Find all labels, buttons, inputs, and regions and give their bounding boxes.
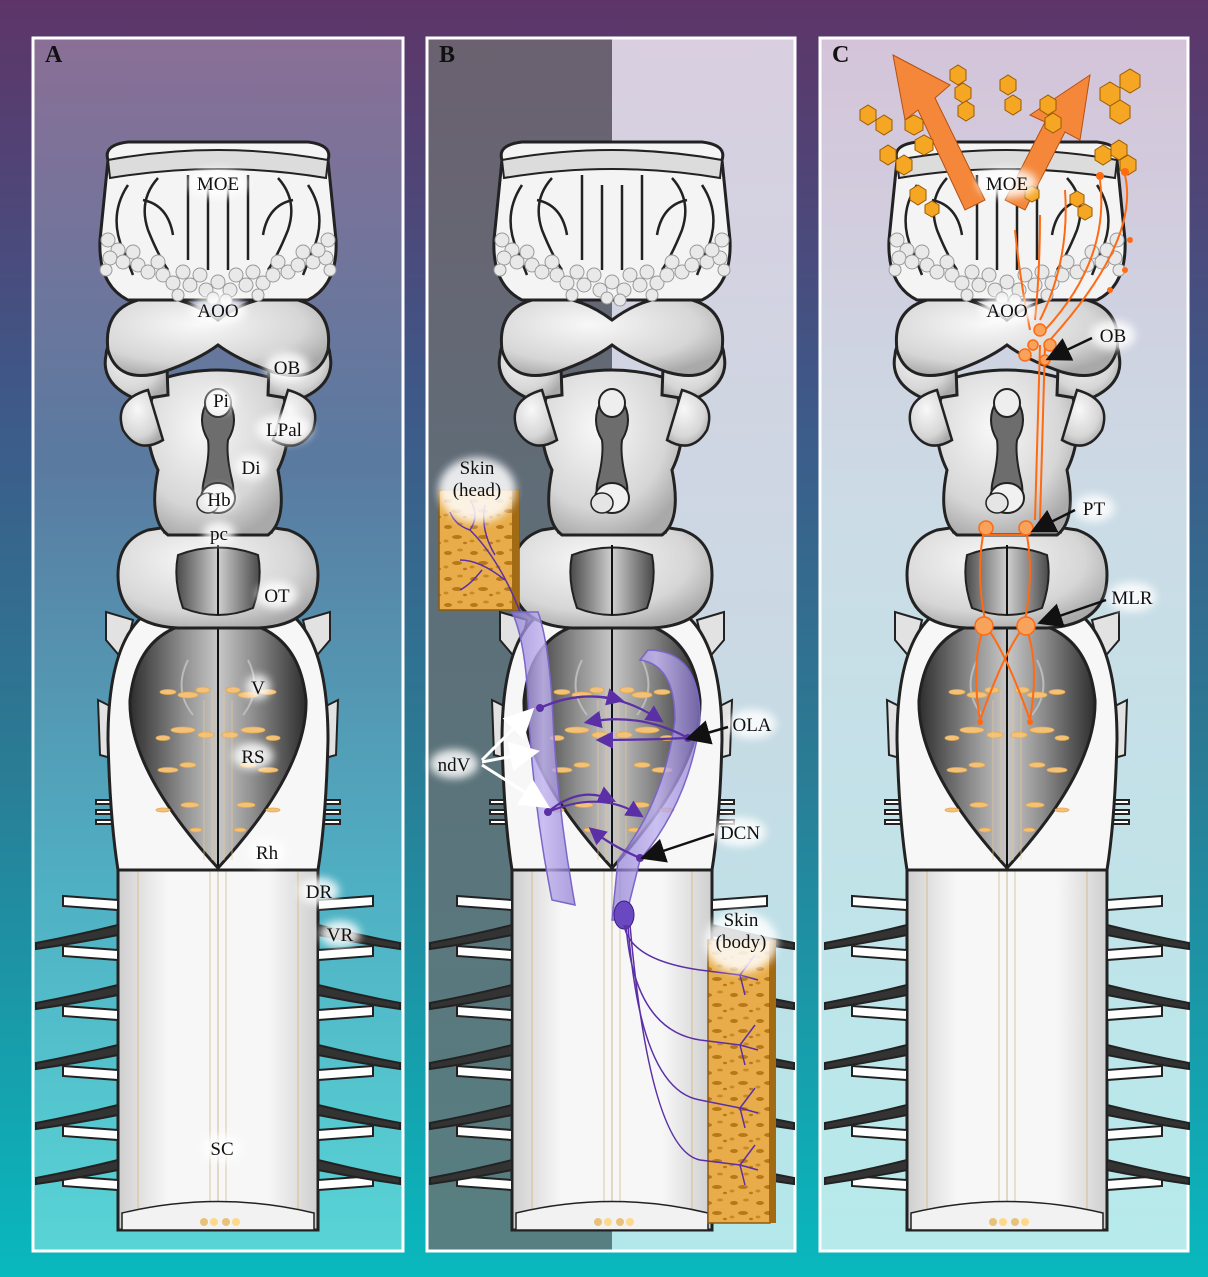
panel-letter-b: B <box>439 42 455 68</box>
label-v: V <box>251 678 265 699</box>
label-rh: Rh <box>256 843 279 864</box>
label-skin-body-1: Skin <box>724 910 759 931</box>
label-pc: pc <box>210 524 228 545</box>
label-lpal: LPal <box>266 420 302 441</box>
label-skin-head-1: Skin <box>460 458 495 479</box>
label-rs: RS <box>241 747 264 768</box>
label-mlr: MLR <box>1111 588 1153 609</box>
label-di: Di <box>242 458 261 479</box>
label-ob-a: OB <box>274 358 300 379</box>
label-dr: DR <box>306 882 333 903</box>
label-moe-c: MOE <box>986 174 1028 195</box>
label-dcn: DCN <box>720 823 760 844</box>
label-skin-head-2: (head) <box>453 480 502 501</box>
label-moe-a: MOE <box>197 174 239 195</box>
skin-body-block <box>708 940 770 1223</box>
label-ot: OT <box>264 586 290 607</box>
panel-letter-c: C <box>832 42 849 68</box>
label-sc: SC <box>210 1139 233 1160</box>
label-skin-body-2: (body) <box>716 932 767 953</box>
label-ob-c: OB <box>1100 326 1126 347</box>
label-vr: VR <box>327 925 354 946</box>
panel-letter-a: A <box>45 42 63 68</box>
label-hb: Hb <box>207 490 230 511</box>
label-aoo-a: AOO <box>197 301 238 322</box>
label-pt: PT <box>1083 499 1106 520</box>
label-pi: Pi <box>213 391 229 412</box>
label-ndv: ndV <box>438 755 471 776</box>
label-ola: OLA <box>732 715 771 736</box>
label-aoo-c: AOO <box>986 301 1027 322</box>
